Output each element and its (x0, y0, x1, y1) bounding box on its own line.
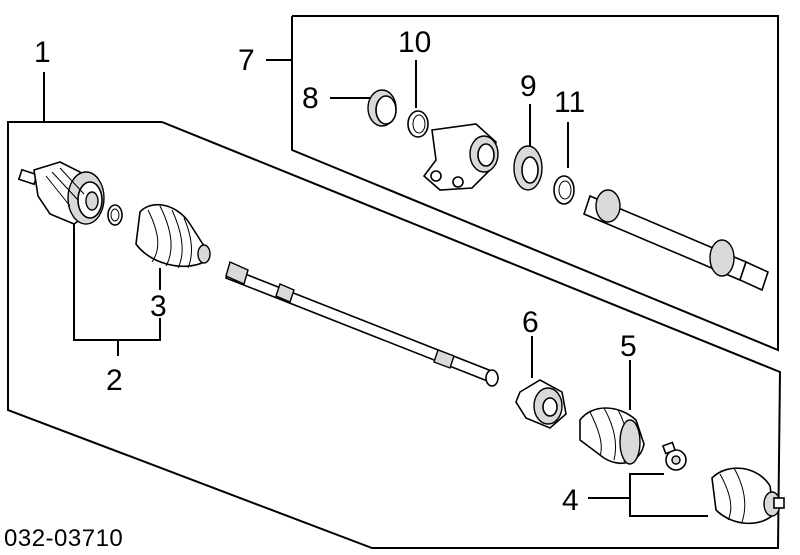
leader-lines (43, 59, 708, 517)
main-assembly-frame (7, 121, 782, 549)
bearing-9 (513, 145, 543, 191)
intermediate-shaft (583, 189, 769, 292)
outboard-cv-joint (17, 161, 105, 225)
outboard-boot (135, 204, 211, 269)
callout-1: 1 (34, 36, 51, 69)
callout-7: 7 (238, 44, 255, 77)
callout-9: 9 (520, 70, 537, 103)
callout-8: 8 (302, 82, 319, 115)
bearing-support-bracket (422, 123, 499, 191)
circlip-11 (553, 175, 575, 205)
part-code-label: 032-03710 (4, 525, 123, 552)
callout-11: 11 (554, 86, 585, 119)
tripod-joint (661, 441, 687, 471)
callout-4: 4 (562, 484, 579, 517)
dynamic-damper (515, 379, 567, 429)
callout-2: 2 (106, 364, 123, 397)
callout-3: 3 (150, 290, 167, 323)
intermediate-shaft-frame (291, 15, 779, 352)
snap-ring-10 (407, 110, 429, 138)
circlip-ring (107, 204, 123, 226)
inboard-joint-housing (711, 467, 785, 525)
seal-ring-8 (367, 89, 397, 127)
inboard-boot (579, 407, 645, 465)
callout-6: 6 (522, 306, 539, 339)
callout-10: 10 (398, 26, 431, 59)
half-shaft (224, 261, 499, 387)
callout-5: 5 (620, 330, 637, 363)
